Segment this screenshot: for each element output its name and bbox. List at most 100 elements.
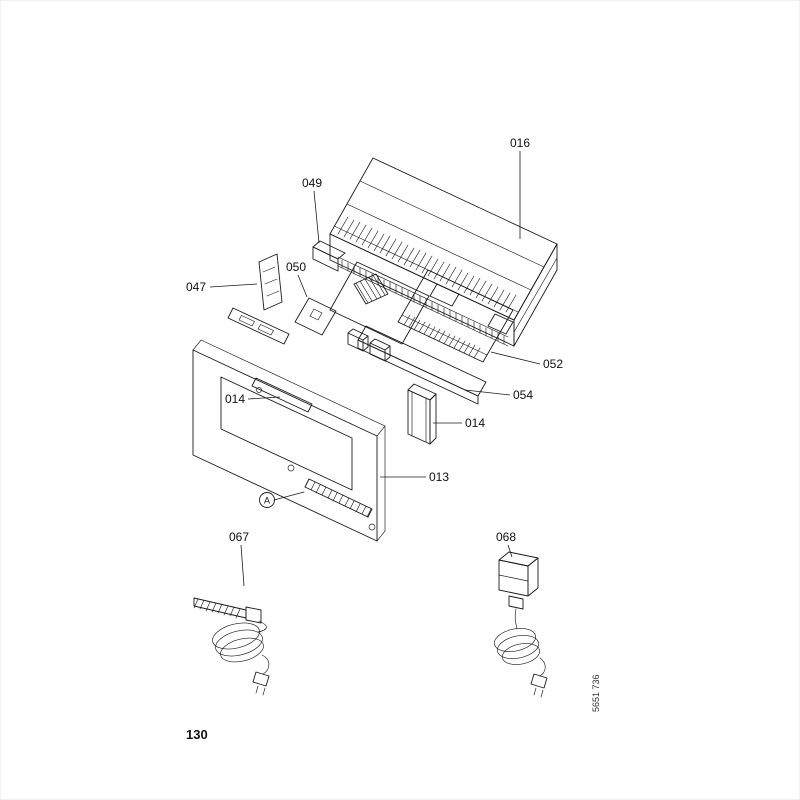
callout-014-left: 014: [225, 392, 281, 406]
sensor-plug: [530, 673, 548, 689]
callouts: 016 049 047 050 052 054 014 014: [186, 136, 563, 587]
connector-block-2: [487, 313, 514, 335]
cable-coil-turn: [220, 637, 264, 663]
cover-right-face: [513, 243, 558, 347]
part-016-top-cover: [329, 157, 558, 347]
marker-circle: [259, 492, 275, 508]
callout-067: 067: [229, 530, 249, 587]
document-code: 5651 736: [591, 674, 601, 712]
leader-line-047: [209, 283, 258, 288]
part-049-bracket: [312, 240, 346, 272]
leader-line-014-left: [247, 396, 281, 400]
part-050-small-board: [294, 297, 337, 336]
sensor-body-side: [527, 557, 539, 597]
part-054-board-tray: [357, 325, 487, 405]
cable-coil-turn: [501, 643, 541, 665]
cover-vent-slots: [337, 216, 517, 313]
callout-016: 016: [510, 136, 530, 239]
sensor-cable-in: [514, 608, 518, 630]
bracket-ribs: [411, 391, 427, 443]
probe-outline: [193, 597, 247, 619]
callout-014-left-label: 014: [225, 392, 245, 406]
tray-front-face: [357, 339, 479, 405]
controller-board-outline: [397, 269, 514, 363]
terminal-teeth: [341, 259, 505, 345]
cover-top-face: [329, 157, 558, 321]
callout-068: 068: [496, 530, 516, 558]
cover-rib-lines: [333, 180, 558, 333]
callout-047: 047: [186, 280, 258, 294]
transformer-hatch: [355, 274, 386, 304]
leader-line-050: [297, 274, 308, 298]
callout-054: 054: [464, 388, 533, 402]
frame-label-strip-hatch: [304, 478, 372, 518]
plug-pins: [255, 685, 266, 696]
bracket-front: [312, 246, 339, 272]
callout-052-label: 052: [543, 357, 563, 371]
callout-052: 052: [490, 351, 563, 371]
small-board-outline: [294, 297, 337, 336]
sensor-cable-out: [261, 654, 270, 675]
callout-049: 049: [302, 176, 322, 244]
leader-line-052: [490, 351, 541, 365]
detail-marker-a: A: [259, 491, 305, 508]
panel-slots: [262, 266, 280, 297]
page-number: 130: [186, 727, 208, 742]
connector-block-1: [429, 283, 460, 307]
callout-067-label: 067: [229, 530, 249, 544]
leader-line-049: [313, 190, 320, 244]
part-068-sensor: [494, 551, 548, 698]
part-014-right-bracket: [407, 383, 437, 445]
frame-inner-opening: [220, 376, 353, 491]
callout-014-right: 014: [433, 416, 485, 430]
relay-box-1: [347, 328, 369, 352]
mounting-rail: [227, 307, 290, 345]
bracket-top: [312, 240, 346, 260]
frame-label-strip: [304, 478, 373, 518]
probe-sleeve: [245, 606, 262, 624]
sensor-body-seam: [498, 574, 529, 582]
cable-coil-turn: [494, 628, 536, 652]
probe-hatch: [193, 598, 241, 619]
callout-050-label: 050: [286, 260, 306, 274]
part-013-housing-frame: [192, 339, 386, 542]
strip-outline: [251, 377, 313, 413]
tray-top-face: [357, 325, 487, 397]
rail-outline: [227, 307, 290, 345]
plug-pins: [533, 687, 544, 698]
marker-letter: A: [264, 496, 270, 506]
sensor-cable-clamp: [508, 595, 524, 610]
callout-014-right-label: 014: [465, 416, 485, 430]
frame-depth-edges: [192, 339, 386, 542]
leader-line-067: [240, 544, 245, 587]
marker-leader: [273, 491, 305, 501]
callout-047-label: 047: [186, 280, 206, 294]
sensor-cable-out: [539, 657, 546, 677]
part-067-temperature-sensor: [193, 597, 270, 696]
callout-049-label: 049: [302, 176, 322, 190]
callout-016-label: 016: [510, 136, 530, 150]
callout-054-label: 054: [513, 388, 533, 402]
main-board-assembly: [329, 261, 430, 362]
controller-board-teeth: [403, 314, 481, 359]
terminal-strip-row: [337, 256, 509, 347]
main-board-outline: [329, 261, 430, 345]
callout-068-label: 068: [496, 530, 516, 544]
part-047-side-panel: [258, 253, 283, 311]
panel-outline: [258, 253, 283, 311]
leader-line-054: [464, 389, 511, 396]
cable-coil-turn: [212, 622, 260, 650]
cable-coil-turn: [215, 629, 263, 657]
sensor-cable-in: [257, 620, 267, 633]
transformer-outline: [353, 273, 389, 305]
cable-coil-turn: [497, 635, 539, 659]
rail-slots: [238, 315, 274, 336]
terminal-rails: [337, 256, 509, 347]
sensor-plug: [252, 671, 270, 687]
part-014-left-strip: [251, 377, 313, 413]
callout-050: 050: [286, 260, 308, 298]
leader-line-068: [507, 544, 513, 558]
frame-screw-hole-2: [287, 464, 295, 472]
